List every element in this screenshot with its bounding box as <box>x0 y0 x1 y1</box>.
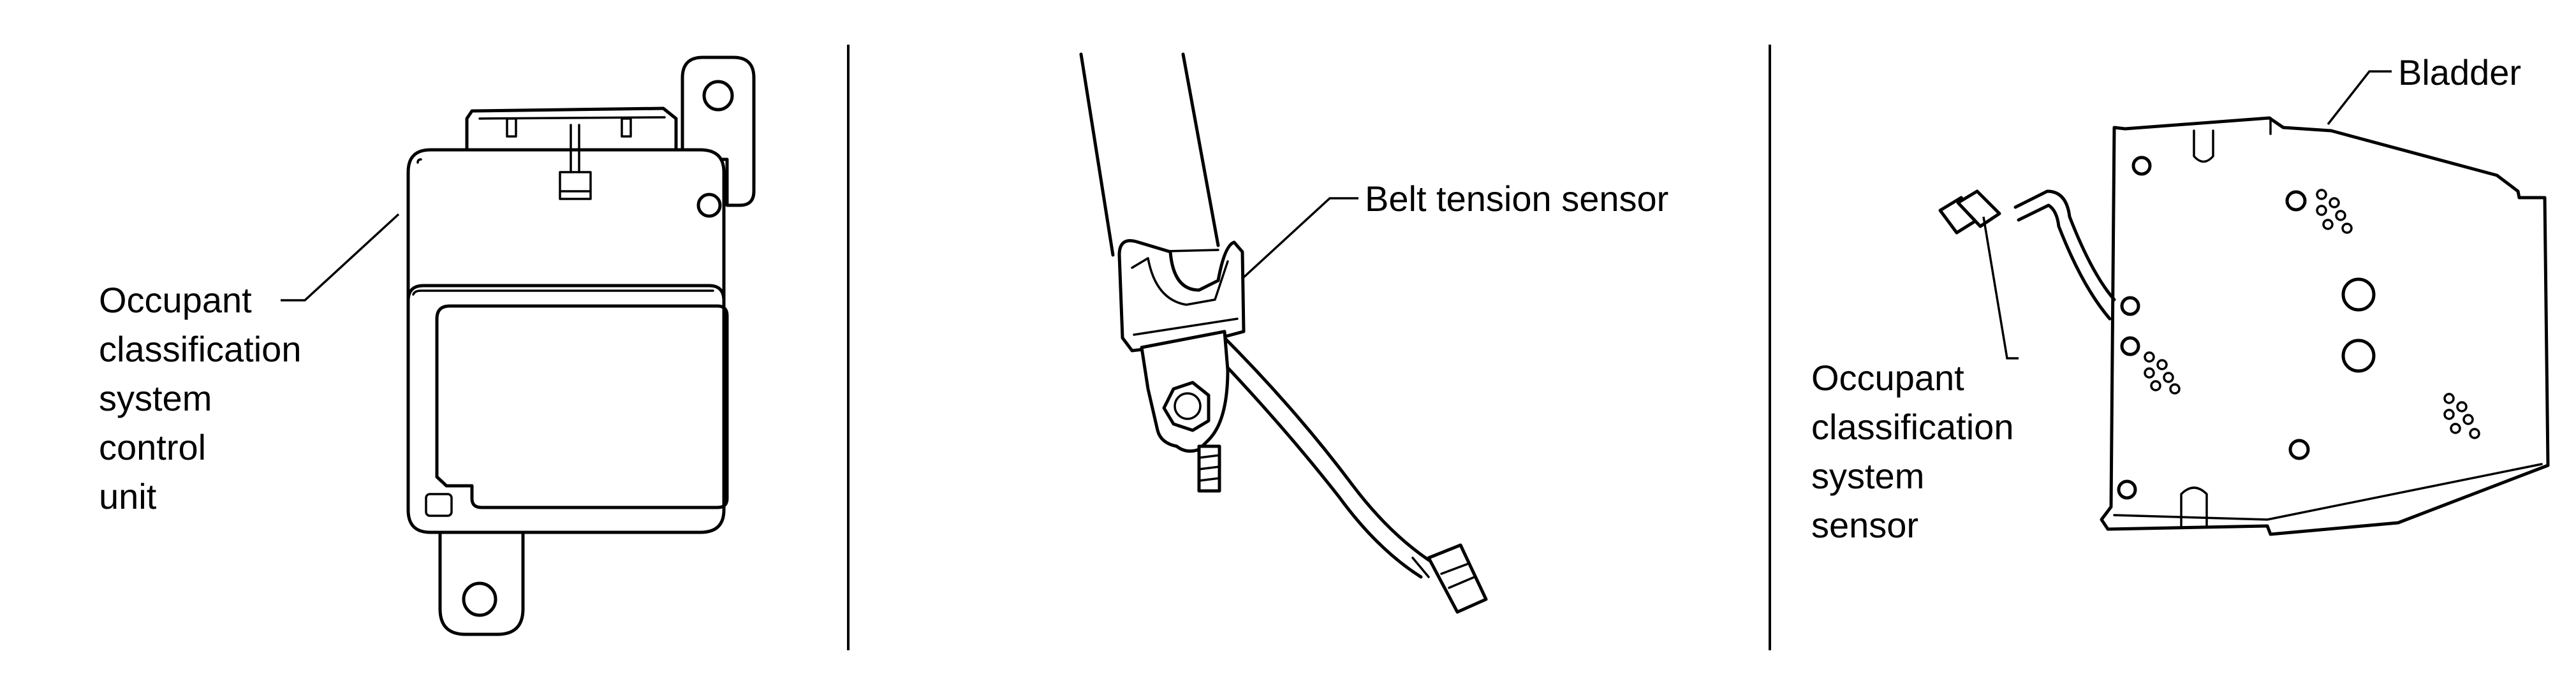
control-unit-illustration <box>406 55 756 636</box>
control-unit-leader <box>281 213 400 302</box>
label-belt-tension-sensor: Belt tension sensor <box>1365 179 1668 219</box>
label-seat-sensor-line-2: classification <box>1811 407 2013 447</box>
label-control-unit-line-4: control <box>99 427 206 467</box>
belt-tension-sensor-illustration <box>1079 52 1488 614</box>
label-bladder: Bladder <box>2398 52 2521 92</box>
label-control-unit-line-1: Occupant <box>99 280 252 320</box>
bladder-leader <box>2327 70 2392 126</box>
seat-sensor-leader <box>1982 216 2019 360</box>
label-control-unit-line-2: classification <box>99 329 301 369</box>
label-seat-sensor-line-4: sensor <box>1811 505 1918 545</box>
label-seat-sensor-line-3: system <box>1811 456 1924 496</box>
label-control-unit-line-3: system <box>99 378 212 418</box>
seat-sensor-bladder-illustration <box>1938 116 2550 536</box>
label-control-unit-line-5: unit <box>99 476 157 516</box>
belt-sensor-leader <box>1242 197 1358 279</box>
label-seat-sensor-line-1: Occupant <box>1811 358 1964 398</box>
